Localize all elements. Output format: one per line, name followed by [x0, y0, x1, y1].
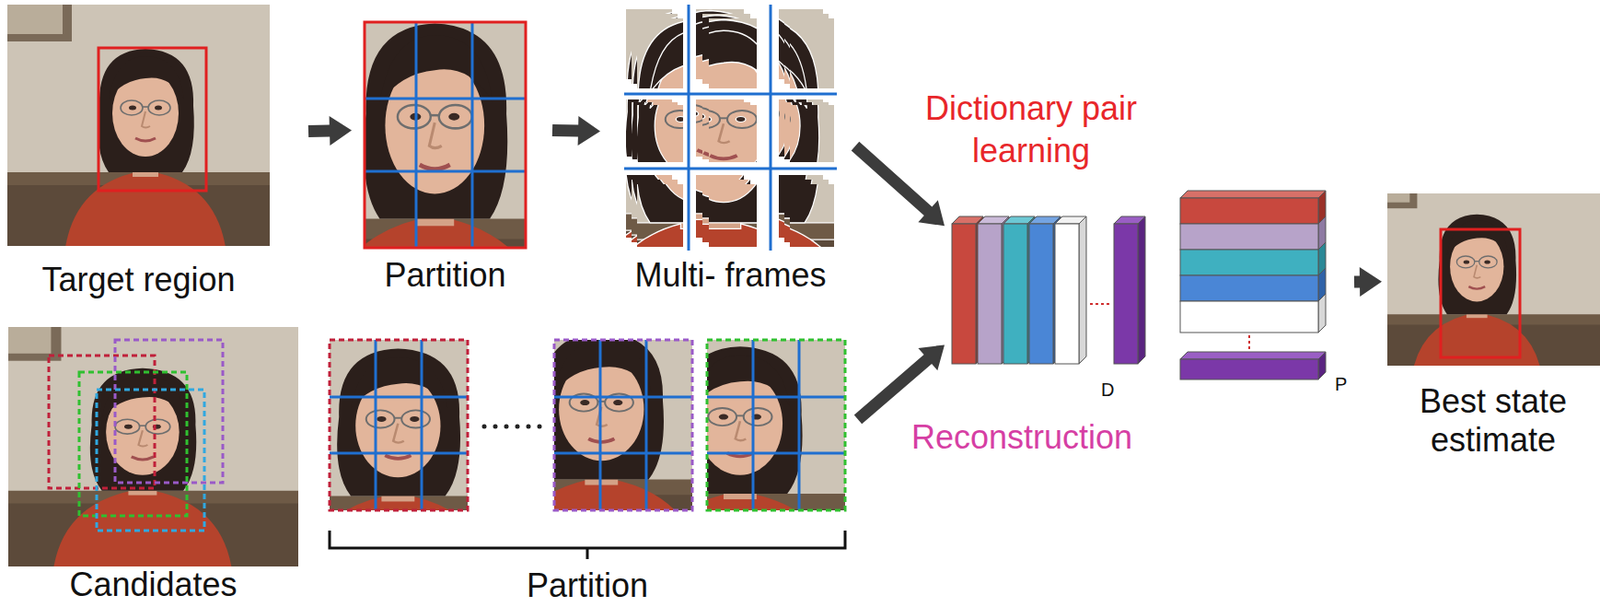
flow-arrow: [854, 344, 945, 424]
bracket: [329, 530, 846, 559]
stage-label: Dictionary pair learning: [902, 87, 1160, 173]
image-panel: Partition: [364, 22, 526, 300]
dictionary-columns: [951, 216, 1146, 364]
flow-arrow: [851, 141, 945, 227]
caption: Partition: [346, 255, 545, 295]
stage-label: Reconstruction: [883, 416, 1160, 459]
image-panel: Candidates: [8, 326, 299, 605]
projection-rows: [1180, 190, 1326, 380]
flow-arrow: [552, 115, 601, 146]
flow-arrow: [1354, 266, 1382, 297]
projection-block: P: [1180, 190, 1352, 398]
flow-arrow: [308, 115, 352, 146]
caption: Multi- frames: [614, 255, 847, 295]
frame-grid: [624, 4, 837, 251]
image-panel: Target region: [7, 4, 270, 300]
dictionary-block: D: [951, 216, 1150, 406]
candidate-partitions: [150, 213, 988, 607]
caption: Partition: [329, 567, 846, 604]
image-panel: Multi- frames: [624, 4, 837, 300]
caption: Target region: [7, 260, 270, 300]
image-panel: Best state estimate: [1387, 193, 1600, 461]
target-image: [0, 0, 339, 318]
caption: D: [1101, 378, 1129, 401]
image-group: Partition: [329, 339, 846, 605]
caption: Best state estimate: [1396, 382, 1590, 460]
candidates-image: [0, 268, 357, 607]
caption: Candidates: [8, 566, 299, 603]
caption: P: [1334, 372, 1352, 395]
ellipsis-dots: [482, 424, 543, 429]
